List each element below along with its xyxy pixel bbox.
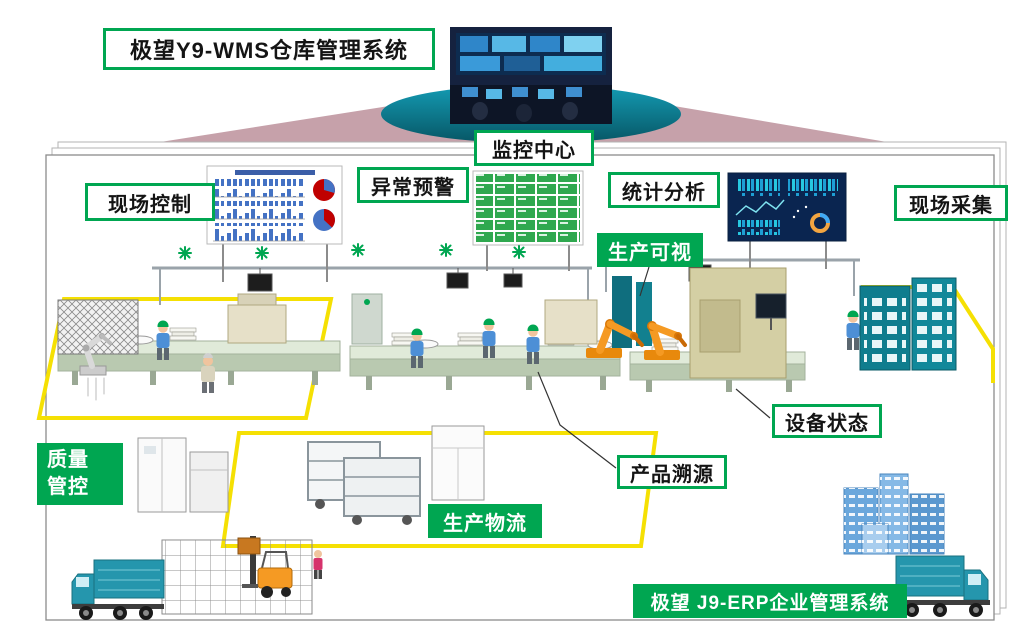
operator-figure — [201, 353, 215, 393]
label-quality-line1: 质量 — [47, 449, 89, 471]
dark-kpi-dashboard — [727, 172, 847, 269]
label-field-control: 现场控制 — [85, 183, 215, 221]
callout-lines — [537, 266, 771, 469]
label-production-visual: 生产可视 — [597, 233, 703, 267]
label-quality-control: 质量 管控 — [37, 443, 123, 505]
big-machine — [689, 267, 787, 379]
label-erp-system: 极望 J9-ERP企业管理系统 — [633, 584, 907, 618]
green-status-grid-board — [472, 170, 584, 271]
orange-robot-arm-icons — [586, 319, 687, 360]
label-production-logistics: 生产物流 — [428, 504, 542, 538]
label-product-trace: 产品溯源 — [617, 455, 727, 489]
storage-rack-icons — [859, 277, 957, 371]
label-statistics: 统计分析 — [608, 172, 720, 208]
forklift-icon — [237, 536, 293, 598]
station-machines — [227, 276, 652, 348]
worker-red-figure — [313, 550, 323, 579]
cabinet-machine-icons — [137, 425, 485, 513]
office-buildings-icon — [843, 473, 945, 555]
label-quality-line2: 管控 — [47, 476, 89, 498]
bar-pie-chart-board — [206, 165, 343, 282]
wire-cart-icons — [307, 441, 421, 525]
label-monitor-center: 监控中心 — [474, 130, 594, 166]
label-wms-system: 极望Y9-WMS仓库管理系统 — [103, 28, 435, 70]
control-room-photo — [450, 27, 612, 124]
truck-right-icon — [895, 555, 990, 617]
label-equipment-status: 设备状态 — [772, 404, 882, 438]
mesh-basket-icon — [57, 299, 139, 355]
label-anomaly-warning: 异常预警 — [357, 167, 469, 203]
label-field-collection: 现场采集 — [894, 185, 1008, 221]
white-robot-arm-icon — [79, 333, 112, 401]
truck-left-icon — [71, 559, 165, 620]
